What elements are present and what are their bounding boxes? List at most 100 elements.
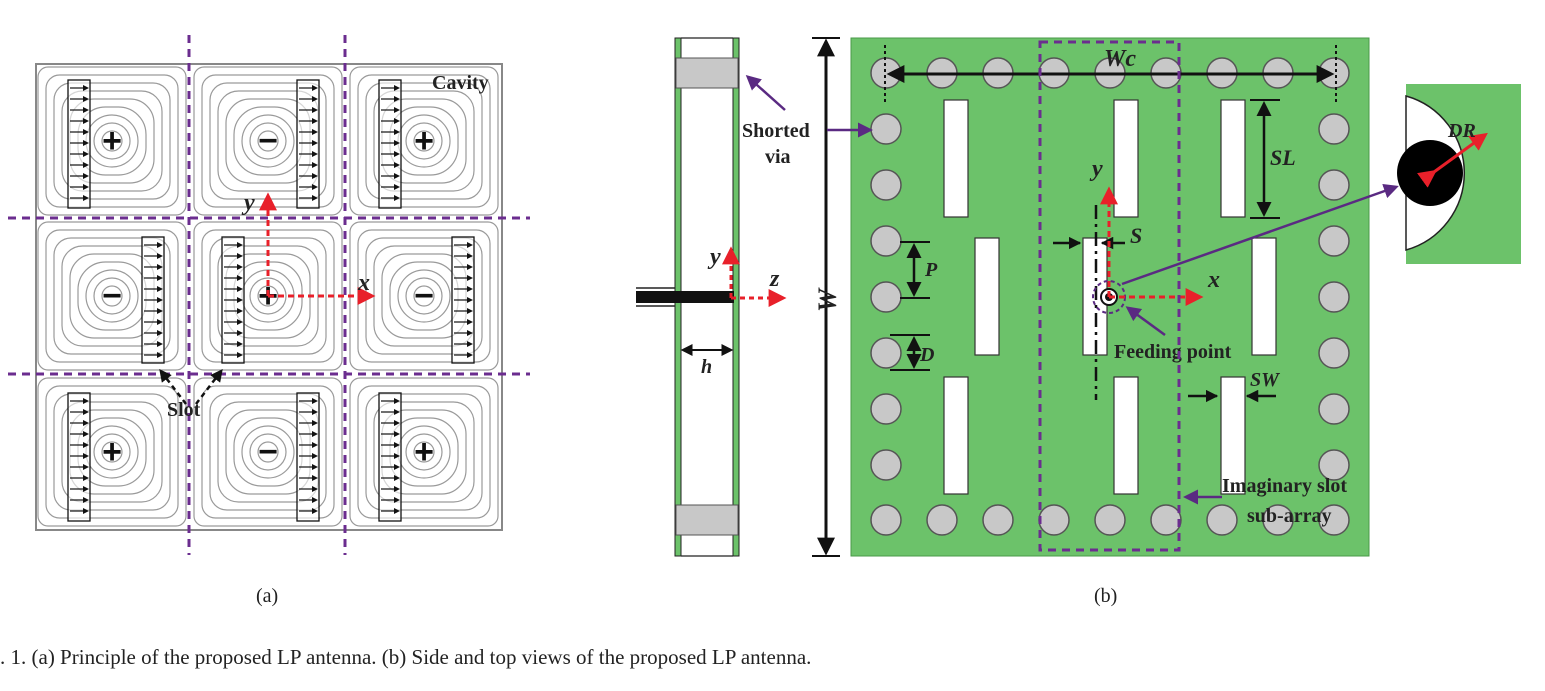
field-arrowhead [312, 96, 318, 102]
contour-line [357, 385, 491, 519]
field-arrowhead [312, 398, 318, 404]
contour-line [349, 377, 499, 527]
contour-line [45, 74, 179, 208]
field-arrowhead [467, 308, 473, 314]
via-bottom [1150, 504, 1182, 536]
contour-line [53, 393, 171, 511]
via-bottom [1094, 504, 1126, 536]
dim-S-label: S [1130, 223, 1142, 248]
field-arrowhead [83, 140, 89, 146]
via-right [1318, 169, 1350, 201]
dim-D-label: D [919, 344, 934, 366]
contour-line [53, 82, 171, 200]
field-arrowhead [157, 253, 163, 259]
axis-x-label: x [357, 270, 370, 296]
field-arrowhead [83, 85, 89, 91]
radiating-slot [1113, 376, 1139, 495]
field-arrowhead [394, 409, 400, 415]
contour-line [249, 122, 287, 160]
field-arrowhead [157, 275, 163, 281]
field-arrowhead [83, 107, 89, 113]
radiating-slot [1220, 376, 1246, 495]
field-arrowhead [312, 162, 318, 168]
panel-a: +−+−+−+−+ y x Cavity Slot (a) [8, 35, 530, 607]
radiating-slot [943, 376, 969, 495]
field-arrowhead [467, 297, 473, 303]
dim-P-label: P [924, 259, 938, 281]
field-arrowhead [312, 129, 318, 135]
contour-line [413, 130, 435, 152]
field-arrowhead [312, 420, 318, 426]
field-arrowhead [83, 431, 89, 437]
field-arrowhead [83, 129, 89, 135]
via-right [1318, 393, 1350, 425]
field-arrowhead [394, 420, 400, 426]
cavity-outline [35, 63, 503, 531]
via-bottom [1038, 504, 1070, 536]
top-axis-y-label: y [1089, 156, 1103, 182]
plus-sign: + [414, 122, 434, 160]
contour-line [93, 277, 131, 315]
field-arrowhead [467, 319, 473, 325]
field-arrowhead [467, 264, 473, 270]
field-arrowhead [312, 475, 318, 481]
field-arrowhead [83, 195, 89, 201]
field-arrowhead [83, 442, 89, 448]
field-arrowhead [394, 464, 400, 470]
contour-line [257, 130, 279, 152]
feeding-point-pointer [1125, 306, 1166, 337]
field-arrowhead [467, 253, 473, 259]
contour-line [45, 385, 179, 519]
field-arrowhead [394, 173, 400, 179]
field-arrowhead [394, 497, 400, 503]
contour-line [241, 114, 295, 168]
field-arrowhead [83, 486, 89, 492]
minus-sign: − [414, 277, 434, 315]
feed-probe [636, 291, 734, 303]
via-left [870, 449, 902, 481]
radiating-slot [1251, 237, 1277, 356]
slot-group [67, 79, 475, 522]
side-axis-z-label: z [769, 266, 780, 292]
via-left [870, 225, 902, 257]
via-right [1318, 225, 1350, 257]
contour-line [373, 401, 475, 503]
via-bottom [1262, 504, 1294, 536]
contour-line [209, 393, 327, 511]
field-arrowhead [394, 442, 400, 448]
field-arrowhead [312, 118, 318, 124]
field-arrowhead [312, 140, 318, 146]
field-arrowhead [394, 453, 400, 459]
contour-line [241, 425, 295, 479]
field-arrowhead [237, 275, 243, 281]
field-arrowhead [83, 118, 89, 124]
panel-b-sublabel: (b) [1094, 585, 1117, 607]
field-arrowhead [237, 286, 243, 292]
contour-line [201, 385, 335, 519]
field-arrowhead [467, 286, 473, 292]
top-slot-group [943, 99, 1277, 495]
slot-pointer-right [195, 369, 223, 405]
minus-sign: − [258, 433, 278, 471]
field-arrowhead [157, 330, 163, 336]
contour-line [93, 433, 131, 471]
field-arrowhead [237, 264, 243, 270]
contour-line [373, 90, 475, 192]
field-arrowhead [467, 275, 473, 281]
radiating-slot [974, 237, 1000, 356]
via-bottom [982, 504, 1014, 536]
dim-Wc-label: Wc [1104, 46, 1136, 72]
field-arrowhead [83, 409, 89, 415]
via-right [1318, 337, 1350, 369]
contour-line [45, 229, 179, 363]
via-bottom [1318, 504, 1350, 536]
contour-line [365, 82, 483, 200]
side-via-top [675, 57, 739, 89]
field-arrowhead [83, 162, 89, 168]
field-arrowhead [157, 308, 163, 314]
field-arrowhead [312, 184, 318, 190]
field-arrowhead [312, 486, 318, 492]
contour-line [85, 269, 139, 323]
inset-probe [1397, 140, 1463, 206]
field-arrowhead [394, 129, 400, 135]
